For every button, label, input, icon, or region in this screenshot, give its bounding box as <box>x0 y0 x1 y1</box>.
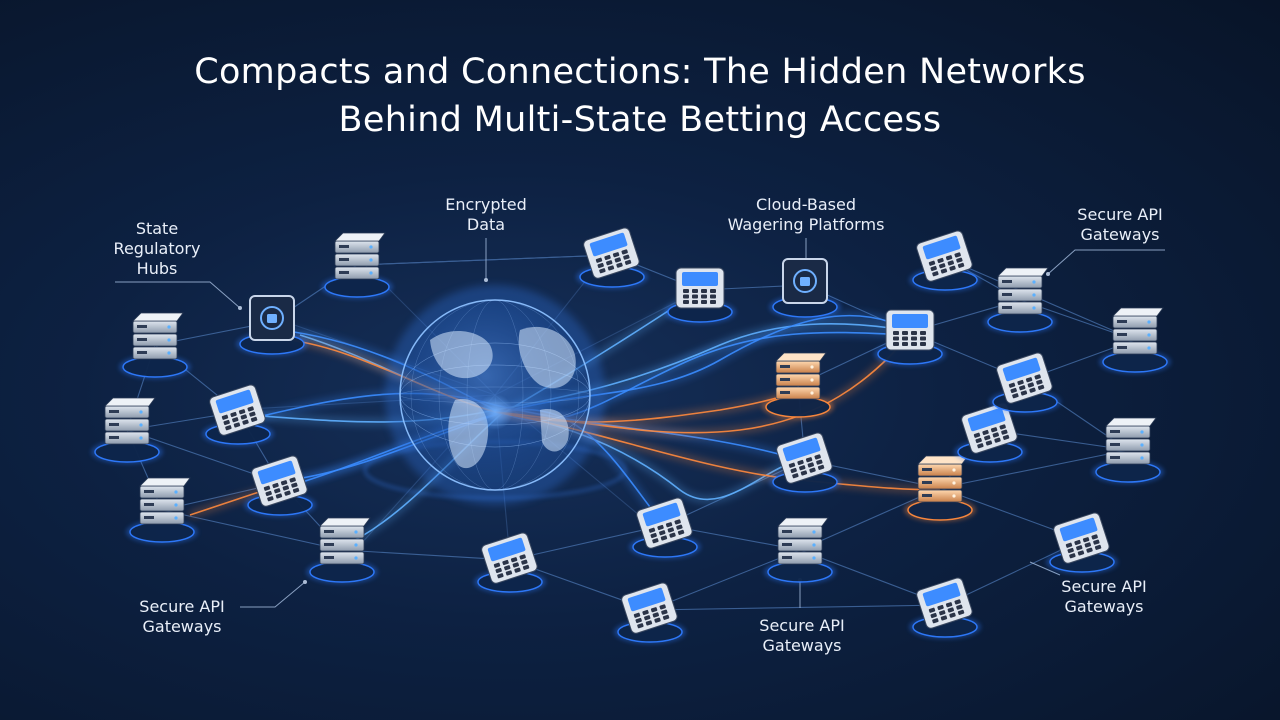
label-api-gateways-bottom-center: Secure API Gateways <box>759 616 845 655</box>
lock-box-icon <box>769 258 841 319</box>
payment-terminal-icon <box>874 309 946 366</box>
payment-terminal-icon <box>474 532 546 594</box>
globe-icon <box>364 285 626 505</box>
label-callouts <box>115 238 1165 608</box>
server-node <box>306 517 378 584</box>
payment-terminal-icon <box>244 455 316 517</box>
server-node <box>91 397 163 464</box>
label-api-gateways-top-right: Secure API Gateways <box>1077 205 1163 244</box>
payment-terminal-icon <box>989 352 1061 414</box>
label-api-gateways-bottom-left: Secure API Gateways <box>139 597 225 636</box>
server-node <box>1092 417 1164 484</box>
payment-terminal-icon <box>629 497 701 559</box>
server-node <box>126 477 198 544</box>
title-line-1: Compacts and Connections: The Hidden Net… <box>194 52 1086 92</box>
label-cloud-wagering-platforms: Cloud-Based Wagering Platforms <box>727 195 885 234</box>
server-node <box>321 232 393 299</box>
payment-terminal-icon <box>576 227 648 289</box>
payment-terminal-icon <box>954 402 1026 464</box>
server-node <box>984 267 1056 334</box>
payment-terminal-icon <box>202 384 274 446</box>
payment-terminal-icon <box>664 267 736 324</box>
lock-box-icon <box>236 295 308 356</box>
label-state-regulatory-hubs: State Regulatory Hubs <box>113 219 201 278</box>
payment-terminal-icon <box>1046 512 1118 574</box>
payment-terminal-icon <box>769 432 841 494</box>
network-nodes <box>91 227 1171 644</box>
payment-terminal-icon <box>909 230 981 292</box>
server-node <box>764 517 836 584</box>
title-line-2: Behind Multi-State Betting Access <box>338 100 942 140</box>
server-node-orange <box>904 455 976 522</box>
payment-terminal-icon <box>614 582 686 644</box>
label-encrypted-data: Encrypted Data <box>445 195 527 234</box>
label-api-gateways-bottom-right: Secure API Gateways <box>1061 577 1147 616</box>
server-node-orange <box>762 352 834 419</box>
payment-terminal-icon <box>909 577 981 639</box>
server-node <box>1099 307 1171 374</box>
server-node <box>119 312 191 379</box>
